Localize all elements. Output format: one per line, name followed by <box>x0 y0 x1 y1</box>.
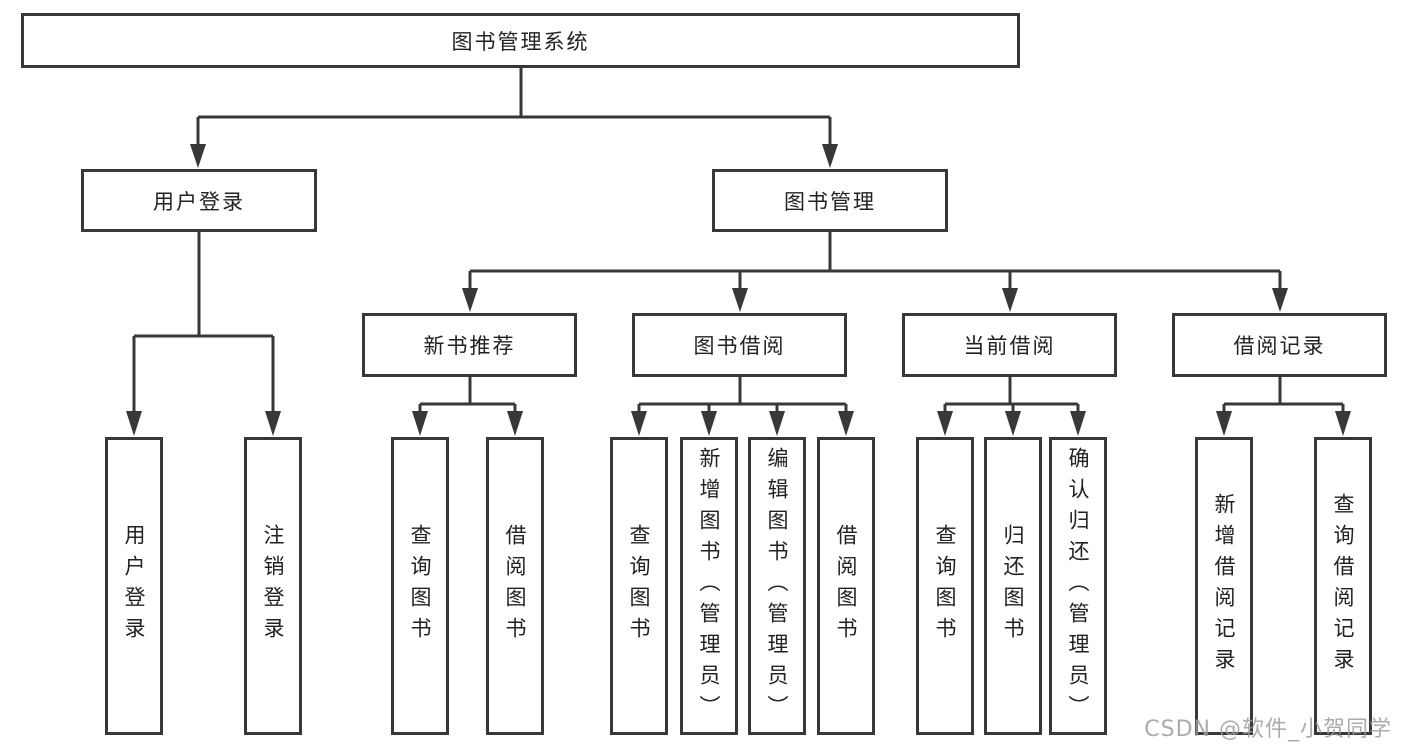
node-book-borrowing-label: 图书借阅 <box>693 334 786 358</box>
root-node-library-system: 图书管理系统 <box>21 13 1020 68</box>
root-node-label: 图书管理系统 <box>451 29 590 54</box>
node-user-login: 用户登录 <box>81 169 317 232</box>
node-user-login-label: 用户登录 <box>153 189 245 214</box>
node-borrowing-records: 借阅记录 <box>1172 313 1387 377</box>
node-new-book-recommendation-label: 新书推荐 <box>423 334 516 358</box>
leaf-borrow-books: 借阅图书 <box>817 437 875 735</box>
node-book-borrowing: 图书借阅 <box>632 313 847 377</box>
node-borrowing-records-label: 借阅记录 <box>1233 334 1326 358</box>
arrowheads <box>126 144 1351 436</box>
leaf-add-borrow-record: 新增借阅记录 <box>1195 437 1253 735</box>
leaf-add-books-admin: 新增图书（管理员） <box>680 437 738 735</box>
leaf-query-books-current: 查询图书 <box>916 437 974 735</box>
node-book-management: 图书管理 <box>712 169 948 232</box>
node-current-borrowing-label: 当前借阅 <box>963 334 1056 358</box>
arrow-stems <box>132 117 1345 413</box>
leaf-borrow-books-recommend: 借阅图书 <box>486 437 544 735</box>
node-book-management-label: 图书管理 <box>784 189 876 214</box>
leaf-logout: 注销登录 <box>244 437 302 735</box>
leaf-return-books: 归还图书 <box>984 437 1042 735</box>
leaf-user-login: 用户登录 <box>105 437 163 735</box>
leaf-edit-books-admin: 编辑图书（管理员） <box>748 437 806 735</box>
leaf-confirm-return-admin: 确认归还（管理员） <box>1049 437 1107 735</box>
leaf-query-borrow-record: 查询借阅记录 <box>1314 437 1372 735</box>
node-new-book-recommendation: 新书推荐 <box>362 313 577 377</box>
leaf-query-books-borrowing: 查询图书 <box>610 437 668 735</box>
node-current-borrowing: 当前借阅 <box>902 313 1117 377</box>
leaf-query-books-recommend: 查询图书 <box>391 437 449 735</box>
csdn-watermark: CSDN @软件_小贺同学 <box>1144 717 1392 742</box>
